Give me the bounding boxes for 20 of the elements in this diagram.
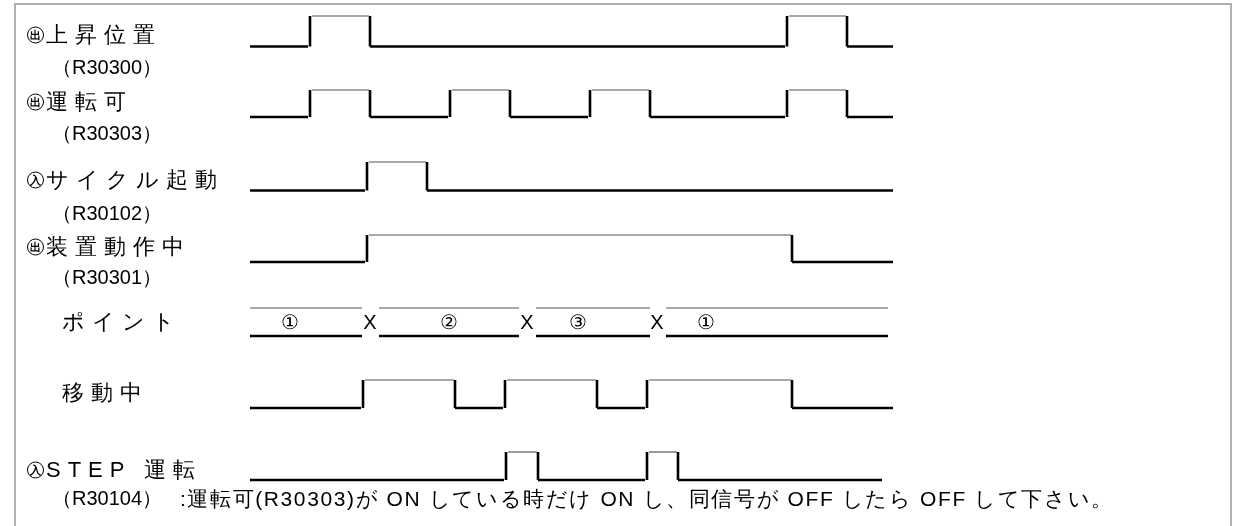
signal-name: 装置動作中 — [46, 236, 191, 258]
bus-value: ① — [697, 312, 715, 332]
bus-value: ③ — [569, 312, 587, 332]
signal-name: STEP 運転 — [46, 459, 203, 481]
signal-name: 上昇位置 — [46, 24, 162, 46]
register-number: （R30301） — [52, 267, 163, 287]
register-number: （R30303） — [52, 123, 163, 143]
bus-value: X — [520, 312, 534, 332]
note-text: :運転可(R30303)が ON している時だけ ON し、同信号が OFF したら OFF して下さい。 — [180, 487, 1114, 509]
register-number: （R30300） — [52, 57, 163, 77]
signal-name: 移動中 — [62, 382, 149, 404]
signal-name: サイクル起動 — [46, 169, 224, 191]
bus-value: X — [363, 312, 377, 332]
signal-name: ポイント — [62, 311, 182, 333]
bus-value: ① — [281, 312, 299, 332]
bus-value: X — [650, 312, 664, 332]
register-number: （R30102） — [52, 203, 163, 223]
register-number: （R30104） — [52, 488, 163, 508]
bus-value: ② — [440, 312, 458, 332]
signal-name: 運転可 — [46, 91, 133, 113]
